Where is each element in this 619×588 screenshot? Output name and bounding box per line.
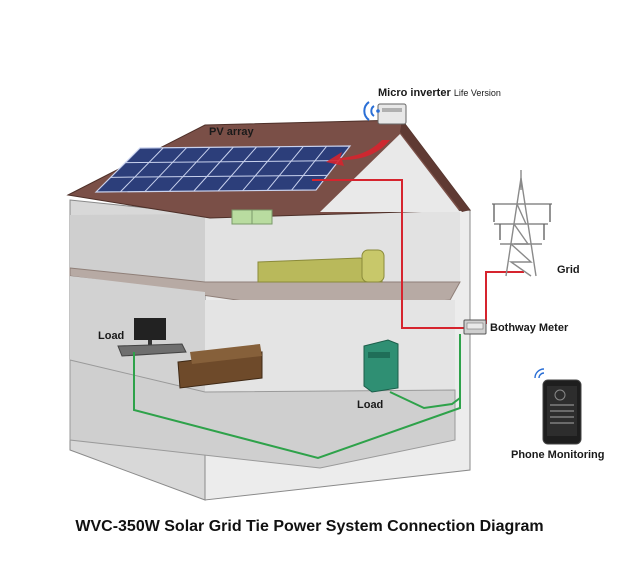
panel-grid-line xyxy=(120,147,164,193)
panel-grid-line xyxy=(125,160,339,164)
panel-grid-line xyxy=(242,146,281,191)
label-phone-monitoring: Phone Monitoring xyxy=(511,449,605,461)
panel-grid-line xyxy=(291,145,328,191)
lower-floor xyxy=(69,359,456,469)
panel-grid-line xyxy=(266,146,304,191)
label-pv-array: PV array xyxy=(209,126,254,138)
panel-grid-line xyxy=(144,147,188,192)
label-grid: Grid xyxy=(557,264,580,276)
label-micro-inverter: Micro inverter Life Version xyxy=(378,87,501,99)
load-cabinet xyxy=(363,339,399,393)
life-version-text: Life Version xyxy=(453,88,501,98)
panel-grid-line xyxy=(168,146,211,192)
label-bothway-meter: Bothway Meter xyxy=(490,322,569,334)
sofa xyxy=(177,344,263,389)
grid-tower xyxy=(492,170,552,277)
phone-device xyxy=(534,368,582,445)
panel-grid-line xyxy=(217,146,258,192)
ac-wire-main xyxy=(133,334,461,460)
panel-grid-line xyxy=(193,146,234,192)
micro-inverter-text: Micro inverter xyxy=(378,87,451,99)
ac-wire-cabinet xyxy=(389,391,461,410)
diagram-caption: WVC-350W Solar Grid Tie Power System Con… xyxy=(75,518,544,535)
gable-wall xyxy=(320,134,460,212)
bothway-meter-device xyxy=(463,319,487,335)
pv-array-panels xyxy=(94,145,352,193)
grid-wire xyxy=(485,271,524,324)
bed xyxy=(257,249,385,283)
dc-wire xyxy=(312,179,466,329)
panel-grid-line xyxy=(110,174,328,178)
panel-to-inverter-arrow xyxy=(326,140,390,166)
upper-room-left-wall xyxy=(70,214,205,282)
roof-gable xyxy=(400,120,470,212)
label-load-right: Load xyxy=(357,399,384,411)
micro-inverter-device xyxy=(363,101,407,125)
label-load-left: Load xyxy=(98,330,125,342)
